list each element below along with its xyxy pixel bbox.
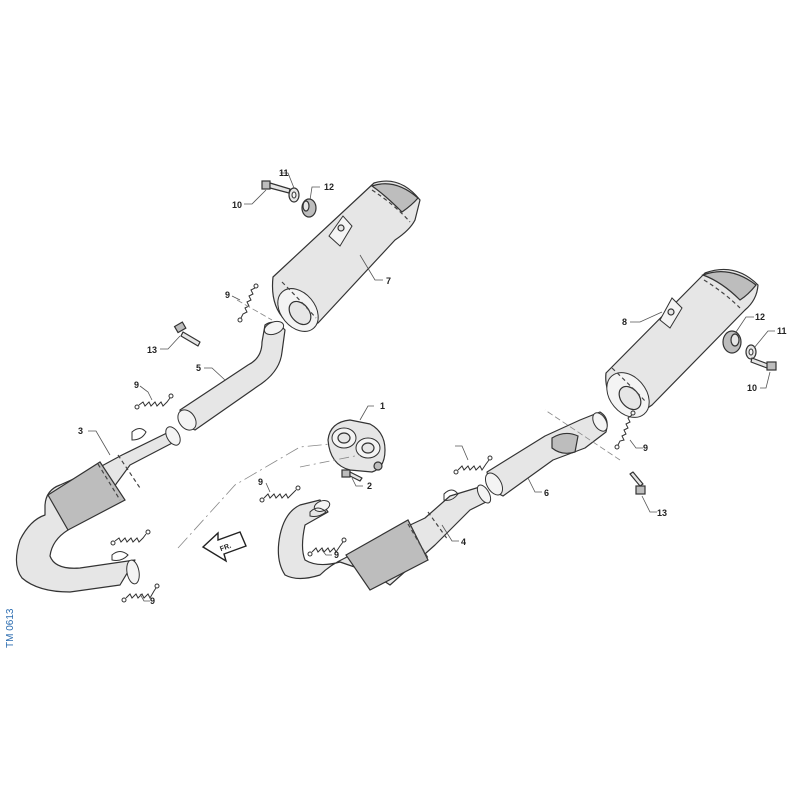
spring-9-right-header [307, 537, 347, 557]
right-bolt-13 [629, 471, 646, 495]
callout-11-right: 11 [777, 326, 787, 336]
spring-9-left-front-lower [121, 583, 160, 603]
left-washer-11 [288, 187, 300, 203]
right-muffler [605, 268, 759, 418]
callout-9-left-muffler: 9 [225, 290, 230, 300]
callout-labels: 10 11 12 7 9 13 5 9 3 9 1 2 9 9 8 12 11 … [78, 168, 787, 606]
left-header-clips [111, 428, 147, 561]
callout-9-left-link: 9 [134, 380, 139, 390]
left-bolt-13 [173, 321, 201, 347]
callout-12-left: 12 [324, 182, 334, 192]
callout-9-center: 9 [258, 477, 263, 487]
front-direction-arrow: FR. [201, 531, 247, 563]
right-link-pipe [484, 411, 608, 497]
callout-7: 7 [386, 276, 391, 286]
flange-bolt-2 [341, 469, 363, 482]
right-washer-11 [745, 344, 757, 360]
callout-13-left: 13 [147, 345, 157, 355]
right-header-clips [309, 489, 459, 517]
right-header-pipe [277, 484, 492, 591]
left-grommet-12 [301, 198, 317, 218]
reference-code-text: TM 0613 [5, 608, 16, 648]
callout-8: 8 [622, 317, 627, 327]
callout-12-right: 12 [755, 312, 765, 322]
callout-6: 6 [544, 488, 549, 498]
spring-9-left-muffler [237, 283, 259, 323]
callout-2: 2 [367, 481, 372, 491]
spring-9-right-link [453, 455, 493, 475]
spring-9-left-link [134, 393, 174, 410]
leader-lines [88, 172, 775, 602]
right-grommet-12 [722, 330, 742, 354]
callout-10-right: 10 [747, 383, 757, 393]
spring-9-center [259, 485, 301, 503]
left-link-pipe [177, 320, 286, 431]
callout-11-left: 11 [279, 168, 289, 178]
spring-9-right-muffler [614, 410, 636, 450]
callout-13-right: 13 [657, 508, 667, 518]
exhaust-flange [327, 419, 386, 473]
callout-9-right-muffler: 9 [643, 443, 648, 453]
front-arrow-label: FR. [219, 543, 232, 553]
spring-9-left-front-upper [110, 529, 151, 546]
callout-4: 4 [461, 537, 466, 547]
callout-10-left: 10 [232, 200, 242, 210]
callout-9-left-front: 9 [150, 596, 155, 606]
callout-1: 1 [380, 401, 385, 411]
callout-3: 3 [78, 426, 83, 436]
callout-5: 5 [196, 363, 201, 373]
left-bolt-10 [261, 180, 291, 194]
left-header-pipe [15, 426, 181, 593]
reference-code: TM 0613 [2, 600, 18, 650]
callout-9-right-header: 9 [334, 550, 339, 560]
left-muffler [271, 180, 421, 332]
right-bolt-10 [750, 357, 777, 371]
